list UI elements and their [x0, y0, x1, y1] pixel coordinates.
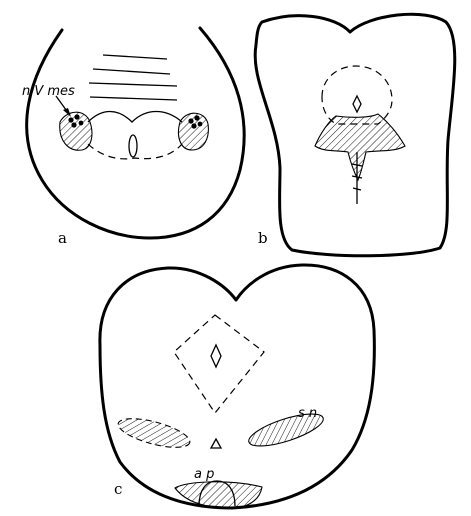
panel-a-dashed-floor: [88, 144, 182, 159]
panel-a-label: a: [58, 229, 67, 247]
panel-b-hatched-region: [315, 114, 405, 180]
panel-a-striations: [89, 55, 177, 100]
panel-a-central-arc: [88, 112, 182, 123]
panel-b-diamond: [353, 96, 361, 112]
panel-c-annotation-sn: s n: [298, 406, 317, 421]
panel-c-triangle: [211, 439, 221, 448]
panel-a-hatched-right: [179, 113, 209, 150]
panel-a-annotation: n V mes: [22, 84, 75, 99]
panel-c-diamond: [211, 345, 221, 367]
panel-c-dashed-diamond: [174, 315, 264, 413]
panel-c-annotation-ap: a p: [194, 467, 214, 482]
panel-a: n V mes a: [22, 28, 244, 247]
panel-a-outline: [27, 28, 245, 238]
panel-a-canal: [129, 135, 137, 157]
panel-b: b: [255, 14, 455, 256]
panel-c: s n a p c: [100, 265, 374, 508]
panel-c-outline: [100, 265, 374, 508]
panel-c-label: c: [114, 480, 122, 498]
panel-c-hatched-left: [115, 413, 192, 453]
panel-b-label: b: [258, 229, 268, 247]
